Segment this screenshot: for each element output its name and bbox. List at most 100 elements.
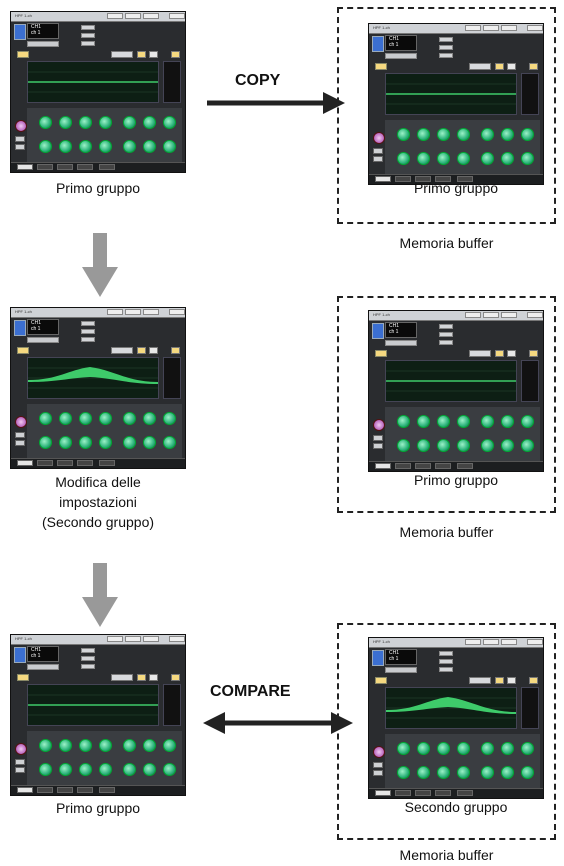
screen-top-title: HPF 1-ch	[15, 13, 32, 18]
eq-on-button	[375, 350, 387, 357]
pre-post-button	[385, 53, 417, 59]
parameter-knob	[39, 412, 52, 425]
parameter-knob	[457, 415, 470, 428]
parameter-knob	[99, 739, 112, 752]
parameter-knob	[521, 415, 534, 428]
caption-modifica: Modifica delle impostazioni (Secondo gru…	[10, 472, 186, 532]
screen-bottom-bar	[11, 458, 185, 468]
down-arrow-1	[82, 233, 118, 297]
screen-top-button	[169, 636, 185, 642]
parameter-knob	[163, 412, 176, 425]
eq-on-button	[17, 347, 29, 354]
side-button	[81, 648, 95, 653]
eq-on-button	[375, 63, 387, 70]
parameter-knob	[457, 439, 470, 452]
side-small-button	[15, 432, 25, 438]
parameter-knob	[521, 152, 534, 165]
eq-mode-button	[529, 677, 538, 684]
parameter-knob	[59, 739, 72, 752]
side-small-button	[373, 762, 383, 768]
side-button	[439, 37, 453, 42]
side-small-button	[373, 435, 383, 441]
att-knob	[15, 743, 27, 755]
parameter-knob	[437, 128, 450, 141]
caption-modifica-line2: impostazioni	[59, 494, 137, 510]
parameter-knob	[437, 415, 450, 428]
parameter-knob	[59, 140, 72, 153]
channel-icon	[372, 650, 384, 666]
att-knob	[373, 419, 385, 431]
channel-name: ch 1	[31, 30, 41, 36]
screen-top-button	[143, 13, 159, 19]
parameter-knob	[437, 742, 450, 755]
screen-top-button	[169, 13, 185, 19]
parameter-knob	[397, 128, 410, 141]
bottom-tab	[395, 176, 411, 182]
bottom-tab	[395, 790, 411, 796]
screen-top-button	[527, 25, 543, 31]
channel-id: CH1	[389, 650, 400, 656]
channel-icon	[14, 320, 26, 336]
side-small-button	[15, 136, 25, 142]
copy-label: COPY	[235, 72, 281, 89]
bottom-tab	[99, 460, 115, 466]
parameter-knob	[417, 152, 430, 165]
screen-top-bar: HPF 1-ch	[369, 638, 543, 648]
screen-top-button	[107, 636, 123, 642]
channel-icon	[372, 323, 384, 339]
side-button	[81, 321, 95, 326]
eq-graph	[27, 61, 159, 103]
knob-area	[27, 108, 182, 163]
screen-top-bar: HPF 1-ch	[369, 24, 543, 34]
parameter-knob	[397, 152, 410, 165]
channel-icon	[372, 36, 384, 52]
parameter-knob	[123, 436, 136, 449]
parameter-knob	[39, 116, 52, 129]
parameter-knob	[481, 742, 494, 755]
screen-top-bar: HPF 1-ch	[11, 308, 185, 318]
side-small-button	[373, 770, 383, 776]
parameter-knob	[501, 742, 514, 755]
channel-id: CH1	[389, 323, 400, 329]
parameter-knob	[99, 412, 112, 425]
buffer-box-2	[337, 296, 556, 513]
parameter-knob	[397, 415, 410, 428]
side-button	[439, 667, 453, 672]
screen-top-title: HPF 1-ch	[373, 312, 390, 317]
parameter-knob	[397, 742, 410, 755]
parameter-knob	[163, 116, 176, 129]
parameter-knob	[521, 766, 534, 779]
side-button	[81, 656, 95, 661]
side-small-button	[373, 443, 383, 449]
eq-curve-svg	[28, 694, 158, 716]
screen-top-button	[483, 312, 499, 318]
screen-top-button	[125, 13, 141, 19]
parameter-knob	[457, 742, 470, 755]
caption-memoria-buffer-3: Memoria buffer	[399, 847, 494, 863]
bottom-tab	[435, 790, 451, 796]
pre-post-button	[27, 41, 59, 47]
channel-id: CH1	[31, 24, 42, 30]
compare-button	[137, 51, 146, 58]
parameter-knob	[501, 128, 514, 141]
channel-name: ch 1	[31, 326, 41, 332]
side-buttons	[81, 25, 95, 49]
bottom-tab	[457, 176, 473, 182]
side-small-button	[15, 440, 25, 446]
side-button	[439, 53, 453, 58]
level-meter	[163, 357, 181, 399]
bottom-tab	[435, 176, 451, 182]
knob-area	[27, 731, 182, 786]
side-button	[439, 332, 453, 337]
parameter-knob	[163, 140, 176, 153]
side-button	[439, 659, 453, 664]
parameter-knob	[39, 140, 52, 153]
copy-arrow	[207, 92, 345, 114]
side-buttons	[81, 321, 95, 345]
bottom-tab	[17, 787, 33, 793]
parameter-knob	[59, 116, 72, 129]
screen-top-button	[125, 636, 141, 642]
parameter-knob	[481, 128, 494, 141]
